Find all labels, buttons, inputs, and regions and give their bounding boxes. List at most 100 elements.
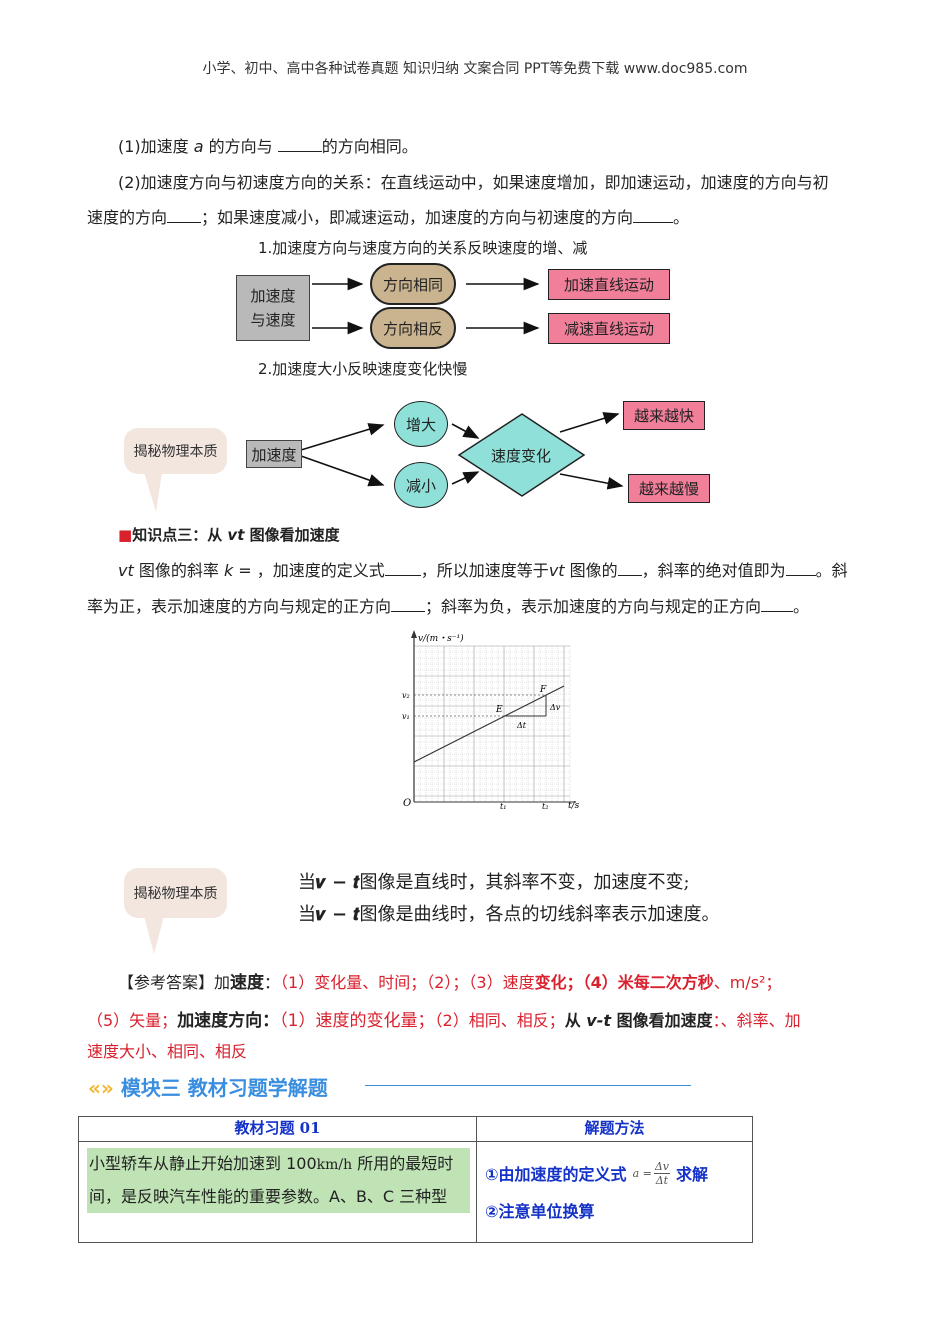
para-3-line-2: 率为正，表示加速度的方向与规定的正方向；斜率为负，表示加速度的方向与规定的正方向… xyxy=(87,593,809,617)
vt-line xyxy=(413,685,565,763)
section-3-heading: ■知识点三：从 vt 图像看加速度 xyxy=(118,524,340,545)
point-E-label: E xyxy=(495,705,503,715)
para-2-text-c: 。 xyxy=(673,208,690,227)
para-3-line-1: vt 图像的斜率 k = ，加速度的定义式，所以加速度等于vt 图像的，斜率的绝… xyxy=(118,557,848,581)
fraction: Δv Δt xyxy=(653,1159,671,1187)
table-head-right: 解题方法 xyxy=(476,1116,753,1142)
var-a: a xyxy=(193,137,204,156)
note-line-1: 当𝒗 − 𝒕图像是直线时，其斜率不变，加速度不变; xyxy=(298,868,690,894)
blank xyxy=(761,597,794,612)
method-cell: ①由加速度的定义式 a = Δv Δt 求解 ②注意单位换算 xyxy=(476,1141,753,1243)
arrow xyxy=(300,455,385,487)
answer-text: （2）相同、相反； xyxy=(434,1011,565,1030)
text: ，斜率的绝对值即为 xyxy=(641,561,786,580)
para-2-line-1: (2)加速度方向与初速度方向的关系：在直线运动中，如果速度增加，即加速运动，加速… xyxy=(118,173,829,192)
exercise-table: 教材习题 01 解题方法 小型轿车从静止开始加速到 100km/h 所用的最短时… xyxy=(78,1116,753,1243)
slower-box: 越来越慢 xyxy=(628,474,710,503)
faster-box: 越来越快 xyxy=(623,401,705,430)
answer-line-3: 速度大小、相同、相反 xyxy=(87,1042,248,1061)
box-line-1: 加速度 xyxy=(250,287,296,305)
answer-text: （5）矢量； xyxy=(87,1011,178,1030)
text: ①由加速度的定义式 xyxy=(485,1165,627,1184)
t2-label: t₂ xyxy=(542,802,548,811)
text: 图像是曲线时，各点的切线斜率表示加速度。 xyxy=(359,904,720,925)
blank xyxy=(277,137,322,152)
section-title-var: vt xyxy=(227,526,245,544)
text: 当 xyxy=(298,904,316,925)
text: 间，是反映汽车性能的重要参数。A、B、C 三种型 xyxy=(89,1187,448,1206)
para-1-text-c: 的方向相同。 xyxy=(321,137,418,156)
blank xyxy=(633,208,674,223)
accelerated-motion-box: 加速直线运动 xyxy=(548,269,670,300)
module-divider xyxy=(365,1085,691,1086)
text: 率为正，表示加速度的方向与规定的正方向 xyxy=(87,597,392,616)
text: ： xyxy=(264,973,281,992)
formula: a = Δv Δt xyxy=(632,1159,671,1187)
blank xyxy=(384,561,421,576)
module-icon: «» xyxy=(88,1076,114,1100)
diagram-1-arrows xyxy=(300,277,624,497)
problem-cell: 小型轿车从静止开始加速到 100km/h 所用的最短时 间，是反映汽车性能的重要… xyxy=(78,1141,477,1243)
text: 加速度方向： xyxy=(177,1011,280,1031)
increase-circle: 增大 xyxy=(394,401,448,447)
text: a = xyxy=(632,1166,652,1180)
answer-line-2: （5）矢量；加速度方向：（1）速度的变化量；（2）相同、相反；从 v-t 图像看… xyxy=(87,1006,801,1031)
para-1: (1)加速度 a 的方向与 的方向相同。 xyxy=(118,133,418,157)
table-head-left: 教材习题 01 xyxy=(78,1116,477,1142)
para-2-line-2: 速度的方向；如果速度减小，即减速运动，加速度的方向与初速度的方向。 xyxy=(87,204,689,228)
module-title: 模块三 教材习题学解题 xyxy=(120,1076,328,1100)
numerator: Δv xyxy=(653,1159,671,1174)
para-2-text-b: ；如果速度减小，即减速运动，加速度的方向与初速度的方向 xyxy=(201,208,634,227)
blank xyxy=(785,561,816,576)
text: = ，加速度的定义式 xyxy=(233,561,385,580)
module-heading: «» 模块三 教材习题学解题 xyxy=(88,1072,328,1101)
answer-text: （1）速度的变化量； xyxy=(279,1011,435,1031)
blank xyxy=(617,561,642,576)
text: v-t xyxy=(586,1011,611,1030)
text: 图像看加速度 xyxy=(611,1011,713,1030)
unit: km/h xyxy=(316,1157,353,1173)
diagram-1-caption: 1.加速度方向与速度方向的关系反映速度的增、减 xyxy=(258,239,588,257)
para-1-text-a: (1)加速度 xyxy=(118,137,194,156)
page-header: 小学、初中、高中各种试卷真题 知识归纳 文案合同 PPT等免费下载 www.do… xyxy=(202,61,748,77)
denominator: Δt xyxy=(655,1173,669,1187)
diagram-2-caption: 2.加速度大小反映速度变化快慢 xyxy=(258,360,468,378)
acceleration-box: 加速度 xyxy=(246,440,302,468)
blank xyxy=(391,597,426,612)
answer-text: 、m/s²； xyxy=(713,973,782,992)
text: 当 xyxy=(298,872,316,893)
var-vt: vt xyxy=(548,561,565,580)
answer-line-1: 【参考答案】加速度：（1）变化量、时间；（2）；（3）速度变化；（4）米每二次方… xyxy=(118,968,781,993)
arrow xyxy=(451,471,480,485)
bubble-tail xyxy=(144,916,164,954)
answer-text: （1）变化量、时间；（2）；（3）速度 xyxy=(280,973,535,992)
bubble-tail xyxy=(144,472,162,512)
y-axis-label: v/(m・s⁻¹) xyxy=(418,633,464,644)
reveal-bubble-1: 揭秘物理本质 xyxy=(124,428,227,474)
text: ，所以加速度等于 xyxy=(420,561,549,580)
text: 。斜 xyxy=(815,561,848,580)
velocity-change-diamond xyxy=(457,413,586,497)
text: 速度 xyxy=(230,973,265,993)
t1-label: t₁ xyxy=(500,802,506,811)
arrow xyxy=(300,423,385,451)
text: 图像的斜率 xyxy=(133,561,224,580)
velocity-change-label: 速度变化 xyxy=(491,447,552,465)
decelerated-motion-box: 减速直线运动 xyxy=(548,313,670,344)
para-1-text-b: 的方向与 xyxy=(203,137,278,156)
method-2: ②注意单位换算 xyxy=(485,1202,595,1221)
v-t-symbol: 𝒗 − 𝒕 xyxy=(316,904,360,925)
decrease-circle: 减小 xyxy=(394,462,448,508)
opposite-direction-pill: 方向相反 xyxy=(370,307,456,349)
text: 小型轿车从静止开始加速到 100 xyxy=(89,1154,317,1173)
section-title-b: 图像看加速度 xyxy=(244,526,340,544)
text: 求解 xyxy=(676,1165,709,1184)
arrow xyxy=(559,412,620,433)
var-k: k xyxy=(223,561,234,580)
method-1: ①由加速度的定义式 a = Δv Δt 求解 xyxy=(485,1150,752,1196)
text: 所用的最短时 xyxy=(352,1154,454,1173)
answer-text: ：、斜率、加 xyxy=(712,1011,801,1030)
x-axis-label: t/s xyxy=(568,801,580,811)
section-title-a: 知识点三：从 xyxy=(132,526,228,544)
same-direction-pill: 方向相同 xyxy=(370,263,456,305)
